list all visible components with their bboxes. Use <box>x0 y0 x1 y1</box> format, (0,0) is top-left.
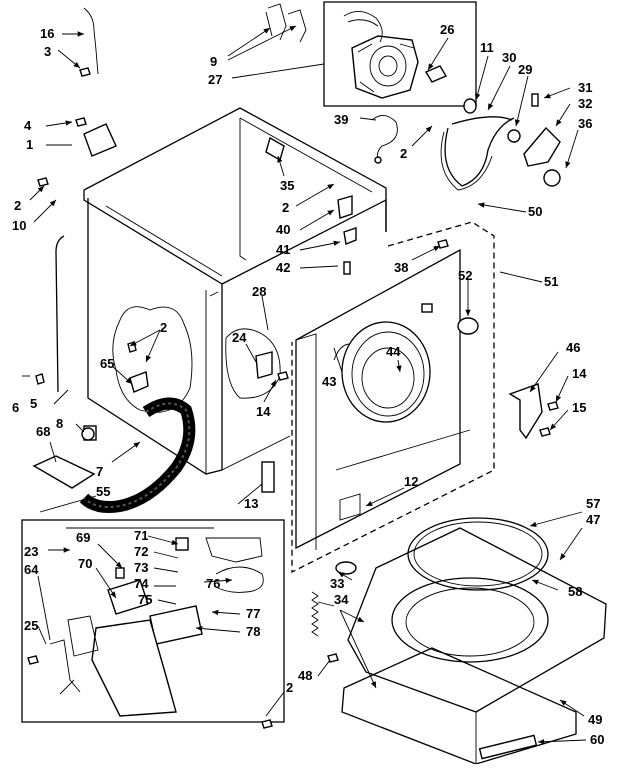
callout-77: 77 <box>246 606 260 621</box>
callout-9: 9 <box>210 54 217 69</box>
callout-70: 70 <box>78 556 92 571</box>
callout-48: 48 <box>298 668 312 683</box>
wire-harness-39 <box>371 115 398 164</box>
callout-51: 51 <box>544 274 558 289</box>
callout-47: 47 <box>586 512 600 527</box>
motor-mount-clips <box>265 3 307 43</box>
drive-belt <box>440 116 515 191</box>
dryer-cabinet <box>55 107 387 475</box>
callout-1: 1 <box>26 137 33 152</box>
callout-6: 6 <box>12 400 19 415</box>
callout-40: 40 <box>276 222 290 237</box>
callout-35: 35 <box>280 178 294 193</box>
parts-illustration <box>21 1 607 765</box>
callout-2: 2 <box>400 146 407 161</box>
callout-74: 74 <box>134 576 149 591</box>
callout-3: 3 <box>44 44 51 59</box>
callout-38: 38 <box>394 260 408 275</box>
callout-14: 14 <box>572 366 587 381</box>
callout-68: 68 <box>36 424 50 439</box>
callout-31: 31 <box>578 80 592 95</box>
callout-39: 39 <box>334 112 348 127</box>
door-switch-bracket <box>508 383 543 440</box>
idler-pulley <box>507 129 521 143</box>
callout-8: 8 <box>56 416 63 431</box>
drive-pulley <box>463 98 477 114</box>
drum-glide <box>335 561 357 575</box>
callout-78: 78 <box>246 624 260 639</box>
callout-73: 73 <box>134 560 148 575</box>
callout-58: 58 <box>568 584 582 599</box>
callout-41: 41 <box>276 242 290 257</box>
callout-12: 12 <box>404 474 418 489</box>
callout-60: 60 <box>590 732 604 747</box>
base-assembly <box>341 527 607 765</box>
callout-5: 5 <box>30 396 37 411</box>
callout-75: 75 <box>138 592 152 607</box>
callout-4: 4 <box>24 118 32 133</box>
callout-65: 65 <box>100 356 114 371</box>
callout-28: 28 <box>252 284 266 299</box>
callout-57: 57 <box>586 496 600 511</box>
callout-2: 2 <box>14 198 21 213</box>
callout-2: 2 <box>282 200 289 215</box>
callout-15: 15 <box>572 400 586 415</box>
motor-assembly-box <box>323 1 477 107</box>
spring <box>311 591 319 637</box>
callout-29: 29 <box>518 62 532 77</box>
front-panel-assembly <box>291 221 495 574</box>
callout-23: 23 <box>24 544 38 559</box>
callout-46: 46 <box>566 340 580 355</box>
callout-76: 76 <box>206 576 220 591</box>
callout-2: 2 <box>286 680 293 695</box>
callout-26: 26 <box>440 22 454 37</box>
drive-motor <box>343 11 419 99</box>
callout-14: 14 <box>256 404 271 419</box>
callout-34: 34 <box>334 592 349 607</box>
callout-2: 2 <box>160 320 167 335</box>
callout-72: 72 <box>134 544 148 559</box>
callout-64: 64 <box>24 562 39 577</box>
callout-44: 44 <box>386 344 401 359</box>
callout-50: 50 <box>528 204 542 219</box>
idler-bracket <box>523 126 561 187</box>
callout-55: 55 <box>96 484 110 499</box>
callout-27: 27 <box>208 72 222 87</box>
wire-16 <box>83 7 99 75</box>
callout-10: 10 <box>12 218 26 233</box>
callout-49: 49 <box>588 712 602 727</box>
callout-16: 16 <box>40 26 54 41</box>
callout-13: 13 <box>244 496 258 511</box>
cabinet-small-parts <box>32 123 357 493</box>
callout-42: 42 <box>276 260 290 275</box>
exhaust-duct <box>79 397 196 513</box>
callout-24: 24 <box>232 330 247 345</box>
callout-36: 36 <box>578 116 592 131</box>
callout-11: 11 <box>480 40 494 55</box>
callout-69: 69 <box>76 530 90 545</box>
callout-25: 25 <box>24 618 38 633</box>
idler-shaft <box>531 93 539 107</box>
motor-clip <box>424 65 448 83</box>
callout-32: 32 <box>578 96 592 111</box>
callout-43: 43 <box>322 374 336 389</box>
callout-30: 30 <box>502 50 516 65</box>
callout-33: 33 <box>330 576 344 591</box>
callout-leaders <box>22 25 587 745</box>
control-assembly-box <box>21 519 285 723</box>
callout-71: 71 <box>134 528 148 543</box>
callout-7: 7 <box>96 464 103 479</box>
callout-52: 52 <box>458 268 472 283</box>
front-drum-seal <box>407 517 549 591</box>
